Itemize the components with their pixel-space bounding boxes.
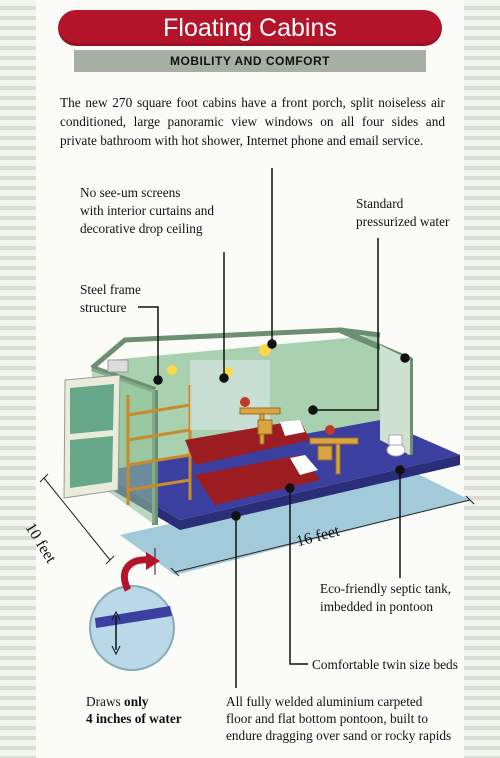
chair-rear (257, 419, 273, 435)
ac-unit (107, 359, 129, 373)
callout-line: with interior curtains and (80, 203, 215, 218)
page-title: Floating Cabins (58, 10, 442, 46)
toilet (386, 443, 406, 457)
bed-front (195, 455, 320, 505)
chair-front (317, 445, 333, 461)
roof-frame (90, 327, 381, 370)
intro-paragraph: The new 270 square foot cabins have a fr… (60, 95, 445, 148)
callout-septic: Eco-friendly septic tank, imbedded in po… (320, 580, 490, 616)
callout-line: endure dragging over sand or rocky rapid… (226, 728, 452, 743)
page-subtitle: MOBILITY AND COMFORT (74, 50, 426, 72)
bed-rear (185, 420, 310, 465)
bathroom-wall (380, 345, 410, 455)
width-dim-line (43, 477, 111, 561)
draft-depth: 4 inches of water (86, 711, 182, 726)
callout-line: Standard (356, 196, 404, 211)
callout-draft: Draws only 4 inches of water (86, 693, 226, 727)
callout-line: pressurized water (356, 214, 450, 229)
callout-line: All fully welded aluminium carpeted (226, 694, 423, 709)
callout-water: Standard pressurized water (356, 195, 476, 231)
leader-water (313, 238, 379, 411)
porch-door (63, 374, 121, 499)
water-surface (120, 470, 470, 575)
leader-beds (289, 488, 308, 665)
callout-screens: No see-um screens with interior curtains… (80, 184, 280, 238)
lamp (240, 397, 250, 407)
callout-line: decorative drop ceiling (80, 221, 203, 236)
callout-line: structure (80, 300, 127, 315)
callout-line: Eco-friendly septic tank, (320, 581, 452, 596)
draft-only: only (124, 694, 149, 709)
length-dim-line (174, 499, 471, 573)
red-arrow (120, 556, 151, 592)
callout-beds: Comfortable twin size beds (312, 657, 458, 672)
ceiling-light (259, 344, 271, 356)
callout-line: No see-um screens (80, 185, 181, 200)
pontoon-front (180, 455, 460, 530)
draft-magnifier (89, 585, 175, 671)
callout-floor: All fully welded aluminium carpeted floo… (226, 693, 488, 744)
callout-line: Steel frame (80, 282, 141, 297)
draft-prefix: Draws (86, 694, 125, 709)
callout-line: imbedded in pontoon (320, 599, 434, 614)
callout-steel: Steel frame structure (80, 281, 190, 317)
leader-steel (138, 306, 159, 380)
callout-line: floor and flat bottom pontoon, built to (226, 711, 429, 726)
desk-rear (239, 407, 281, 415)
desk-front (309, 437, 359, 445)
